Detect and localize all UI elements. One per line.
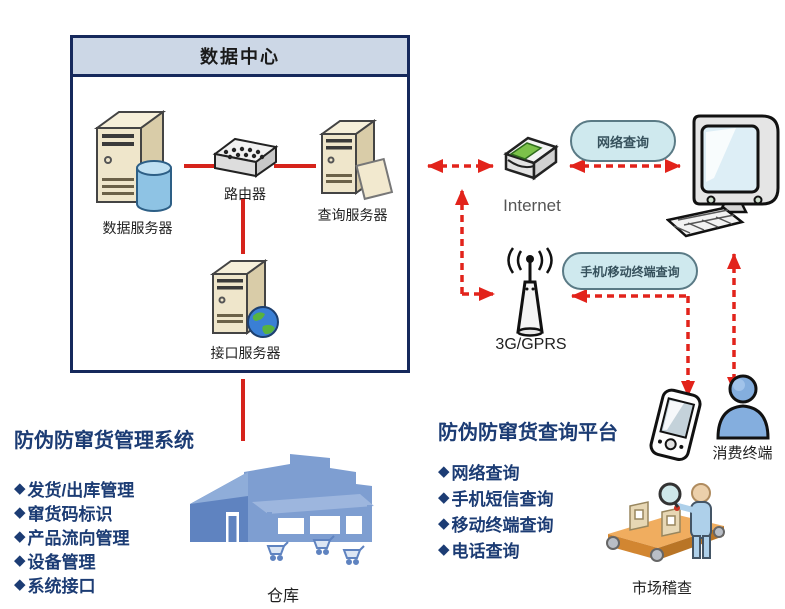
list-item: ◆窜货码标识: [14, 504, 113, 524]
router-label: 路由器: [224, 186, 266, 202]
internet-label: Internet: [503, 196, 561, 215]
data-center-title: 数据中心: [73, 38, 407, 77]
management-system-title: 防伪防窜货管理系统: [14, 430, 194, 452]
gprs-label: 3G/GPRS: [495, 336, 567, 353]
diamond-bullet-icon: ◆: [14, 552, 26, 569]
diamond-bullet-icon: ◆: [438, 463, 450, 480]
list-item: ◆手机短信查询: [438, 489, 554, 509]
list-item: ◆系统接口: [14, 576, 96, 596]
query-server-label: 查询服务器: [317, 207, 388, 223]
query-platform-list: ◆网络查询 ◆手机短信查询 ◆移动终端查询 ◆电话查询: [438, 458, 554, 562]
diamond-bullet-icon: ◆: [14, 504, 26, 521]
list-item: ◆产品流向管理: [14, 528, 130, 548]
data-server-icon: [93, 110, 172, 212]
interface-server-label: 接口服务器: [210, 345, 281, 361]
diamond-bullet-icon: ◆: [14, 528, 26, 545]
list-item: ◆设备管理: [14, 552, 96, 572]
warehouse-icon: [190, 454, 374, 565]
diamond-bullet-icon: ◆: [438, 515, 450, 532]
warehouse-label: 仓库: [266, 588, 299, 605]
query-platform-title: 防伪防窜货查询平台: [438, 422, 618, 444]
data-server-label: 数据服务器: [102, 220, 173, 236]
consumer-icon: [716, 374, 770, 440]
query-server-icon: [318, 119, 394, 201]
computer-icon: [666, 114, 780, 238]
list-item: ◆网络查询: [438, 463, 520, 483]
pda-icon: [649, 388, 702, 462]
inspection-label: 市场稽查: [631, 580, 692, 597]
list-item: ◆发货/出库管理: [14, 480, 135, 500]
consumer-label: 消费终端: [712, 445, 773, 462]
diamond-bullet-icon: ◆: [14, 576, 26, 593]
mobile-query-bubble: 手机/移动终端查询: [562, 252, 698, 290]
web-query-bubble: 网络查询: [570, 120, 676, 162]
gprs-antenna-icon: [507, 247, 553, 337]
diamond-bullet-icon: ◆: [438, 541, 450, 558]
interface-server-icon: [209, 259, 279, 338]
list-item: ◆移动终端查询: [438, 515, 554, 535]
diamond-bullet-icon: ◆: [438, 489, 450, 506]
management-system-list: ◆发货/出库管理 ◆窜货码标识 ◆产品流向管理 ◆设备管理 ◆系统接口: [14, 476, 134, 596]
diamond-bullet-icon: ◆: [14, 480, 26, 497]
inspection-icon: [606, 482, 725, 562]
router-icon: [212, 137, 279, 178]
list-item: ◆电话查询: [438, 541, 520, 561]
internet-device-icon: [503, 136, 559, 181]
